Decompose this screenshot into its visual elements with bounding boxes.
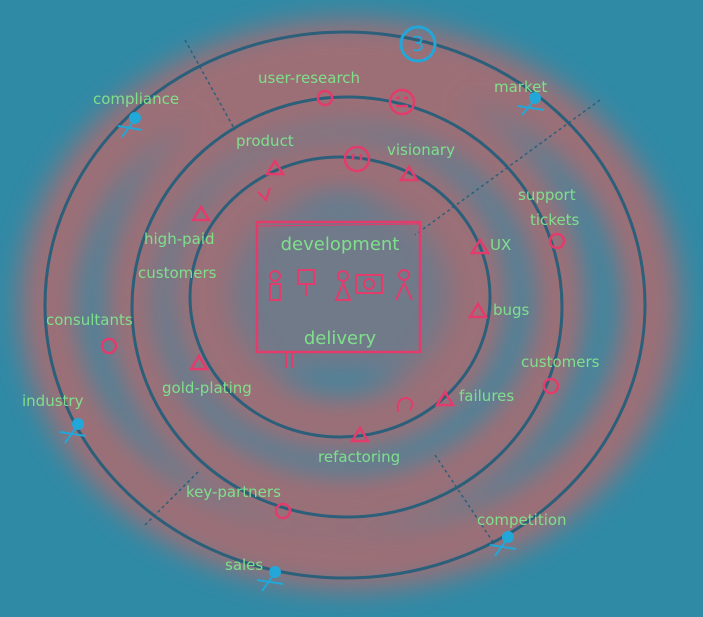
center-label-development: development bbox=[281, 234, 400, 255]
label-ux: UX bbox=[490, 236, 511, 254]
marker-key-partners bbox=[274, 502, 292, 520]
label-key-partners: key-partners bbox=[186, 483, 281, 501]
label-compliance: compliance bbox=[93, 90, 179, 108]
label-visionary: visionary bbox=[387, 141, 455, 159]
label-consultants: consultants bbox=[46, 311, 133, 329]
label-product: product bbox=[236, 132, 294, 150]
label-market: market bbox=[494, 78, 547, 96]
actor-competition-icon bbox=[489, 531, 517, 557]
label-high-paid: high-paid bbox=[144, 230, 215, 248]
center-box: development delivery bbox=[255, 220, 422, 368]
face-icon-visionary bbox=[343, 145, 371, 173]
labels: compliance user-research market product … bbox=[22, 69, 600, 574]
label-bugs: bugs bbox=[493, 301, 530, 319]
dotted-line-ne bbox=[414, 99, 601, 236]
dotted-line-se bbox=[434, 454, 496, 546]
middle-ring bbox=[130, 95, 564, 519]
actor-industry-icon bbox=[59, 418, 87, 444]
face-markers bbox=[343, 88, 416, 173]
label-industry: industry bbox=[22, 392, 84, 410]
center-label-delivery: delivery bbox=[304, 328, 377, 349]
outer-ring bbox=[43, 30, 647, 580]
actor-icons bbox=[59, 92, 545, 592]
glow-bands bbox=[20, 20, 680, 590]
marker-product bbox=[264, 158, 286, 176]
marker-failures bbox=[434, 389, 456, 407]
marker-high-paid bbox=[190, 204, 212, 222]
actor-sales-icon bbox=[256, 566, 284, 592]
actor-market-icon bbox=[517, 92, 545, 116]
label-tickets: tickets bbox=[530, 211, 580, 229]
marker-support-tickets bbox=[548, 232, 566, 250]
label-failures: failures bbox=[459, 387, 514, 405]
marker-gold-plating bbox=[188, 353, 210, 371]
dotted-line-nw bbox=[184, 39, 236, 131]
label-support: support bbox=[518, 186, 576, 204]
marker-bugs bbox=[467, 301, 489, 319]
marker-customers bbox=[542, 377, 560, 395]
team-icons bbox=[269, 269, 413, 301]
check-mark bbox=[257, 187, 271, 202]
marker-visionary bbox=[398, 164, 420, 182]
badge-circle: 3 bbox=[399, 25, 437, 63]
circle-markers bbox=[100, 89, 566, 520]
label-refactoring: refactoring bbox=[318, 448, 400, 466]
curl-mark bbox=[396, 396, 414, 413]
label-competition: competition bbox=[477, 511, 567, 529]
actor-compliance-icon bbox=[117, 112, 143, 138]
marker-consultants bbox=[100, 337, 118, 355]
marker-refactoring bbox=[349, 425, 371, 443]
label-sales: sales bbox=[225, 556, 263, 574]
badge-number: 3 bbox=[412, 32, 425, 56]
triangle-markers bbox=[188, 158, 491, 443]
dotted-line-sw bbox=[144, 469, 201, 526]
inner-ring bbox=[188, 155, 492, 439]
label-user-research: user-research bbox=[258, 69, 360, 87]
label-customers: customers bbox=[521, 353, 600, 371]
marker-user-research bbox=[316, 89, 334, 107]
marker-ux bbox=[469, 237, 491, 255]
label-high-paid-customers: customers bbox=[138, 264, 217, 282]
label-gold-plating: gold-plating bbox=[162, 379, 252, 397]
face-icon-user-research bbox=[388, 88, 416, 116]
